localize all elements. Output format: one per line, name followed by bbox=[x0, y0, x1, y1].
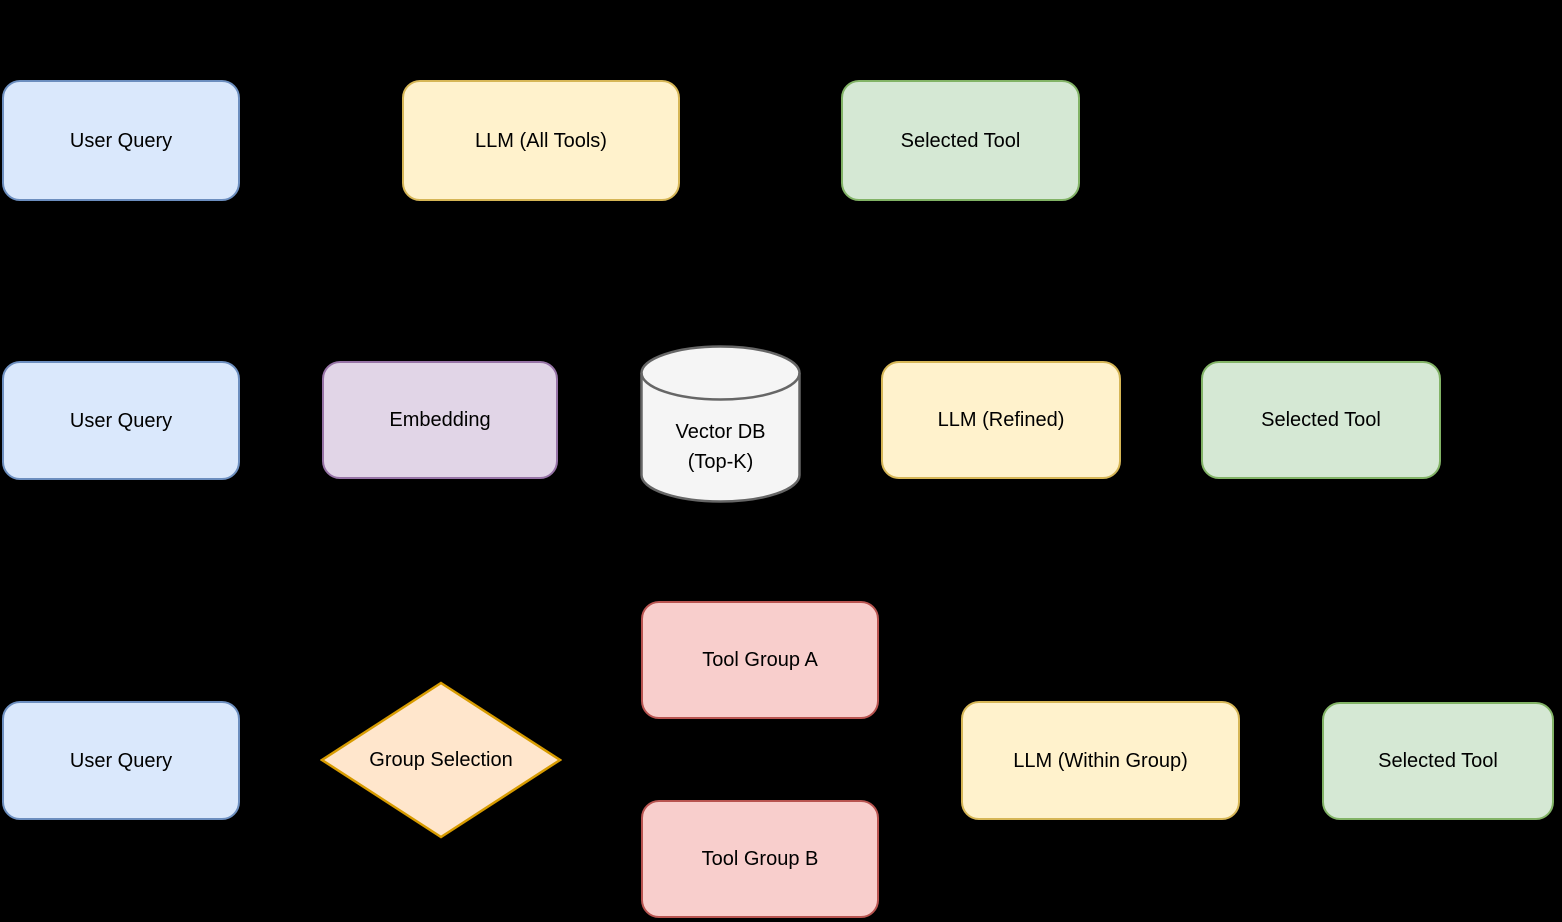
node-tool-group-a: Tool Group A bbox=[641, 601, 879, 719]
node-user-query-2: User Query bbox=[2, 361, 240, 480]
node-user-query-1: User Query bbox=[2, 80, 240, 201]
node-label: LLM (Within Group) bbox=[1013, 749, 1188, 772]
node-tool-group-b: Tool Group B bbox=[641, 800, 879, 918]
node-label: Selected Tool bbox=[900, 129, 1021, 152]
node-label: LLM (All Tools) bbox=[475, 129, 607, 152]
node-embedding: Embedding bbox=[322, 361, 558, 479]
node-group-selection: Group Selection bbox=[320, 681, 562, 839]
node-selected-tool-3: Selected Tool bbox=[1322, 702, 1554, 820]
node-label: Group Selection bbox=[369, 749, 513, 771]
node-llm-within-group: LLM (Within Group) bbox=[961, 701, 1240, 820]
node-llm-all-tools: LLM (All Tools) bbox=[402, 80, 680, 201]
node-user-query-3: User Query bbox=[2, 701, 240, 820]
node-selected-tool-1: Selected Tool bbox=[841, 80, 1080, 201]
node-label: Tool Group B bbox=[701, 848, 819, 870]
node-label: Tool Group A bbox=[702, 649, 818, 671]
node-label-line1: Vector DB bbox=[675, 421, 766, 443]
node-vector-db: Vector DB (Top-K) bbox=[640, 345, 801, 503]
node-llm-refined: LLM (Refined) bbox=[881, 361, 1121, 479]
decision-diamond-icon bbox=[320, 681, 562, 839]
node-label: User Query bbox=[69, 749, 173, 772]
node-label: Selected Tool bbox=[1378, 750, 1498, 772]
node-label-line2: (Top-K) bbox=[687, 451, 754, 473]
node-label: User Query bbox=[69, 409, 173, 432]
node-label: Selected Tool bbox=[1261, 409, 1381, 431]
node-label: Embedding bbox=[389, 409, 491, 431]
node-selected-tool-2: Selected Tool bbox=[1201, 361, 1441, 479]
node-label: Vector DB (Top-K) bbox=[640, 417, 801, 477]
node-label: LLM (Refined) bbox=[937, 409, 1065, 431]
database-cylinder-icon bbox=[640, 345, 801, 503]
node-label: User Query bbox=[69, 129, 173, 152]
